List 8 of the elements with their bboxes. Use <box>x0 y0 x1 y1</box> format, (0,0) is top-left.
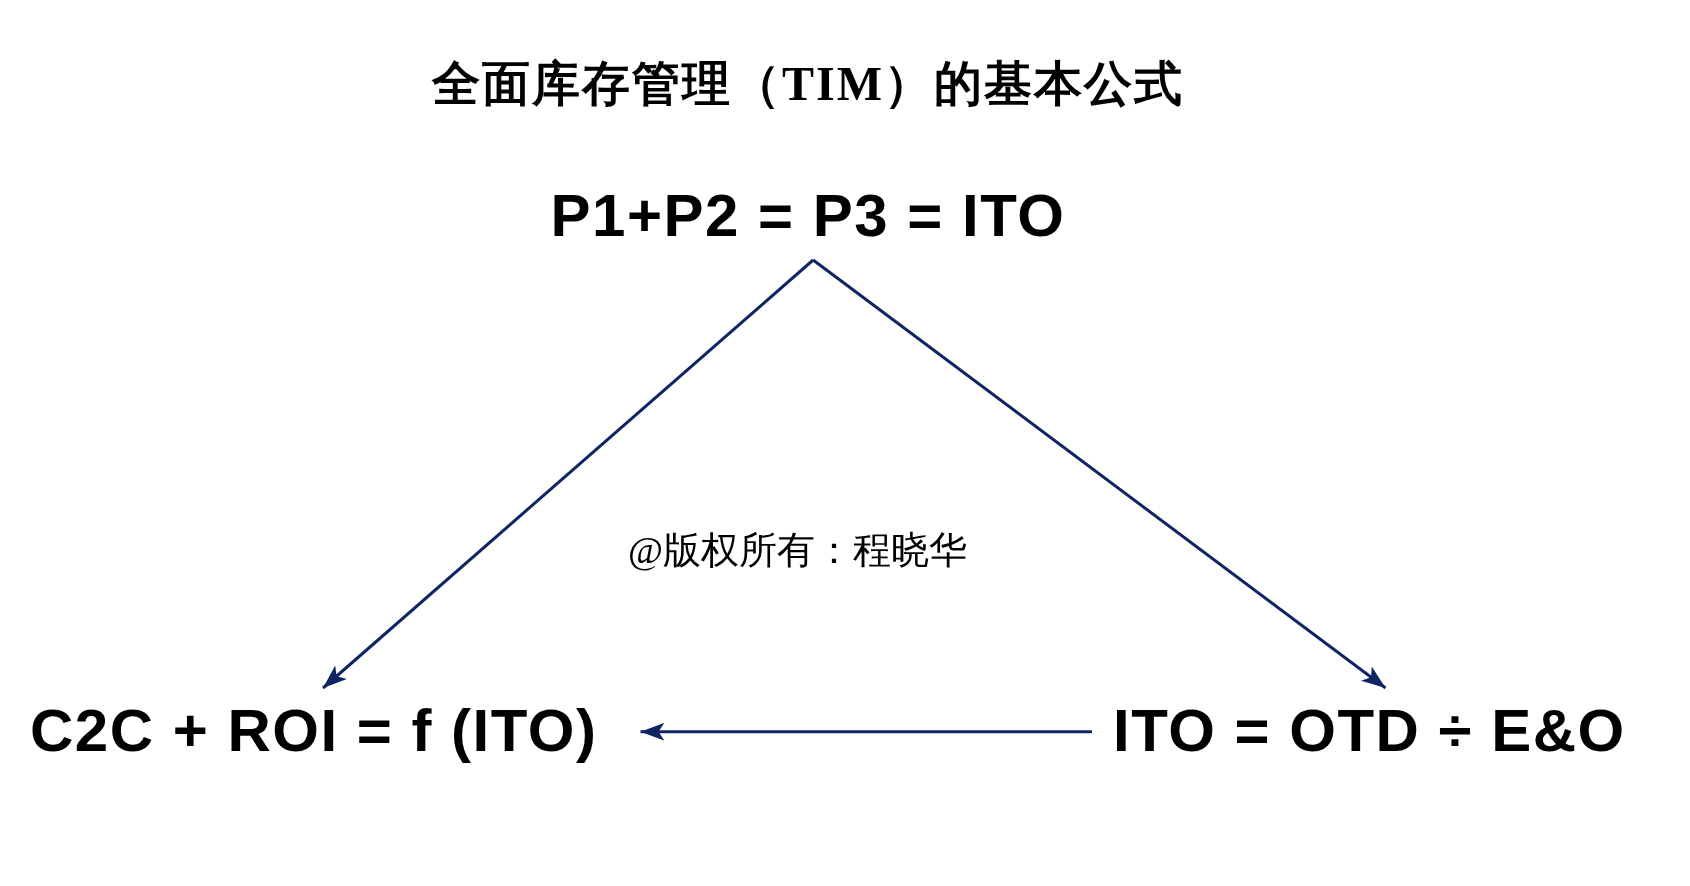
arrow <box>322 258 815 690</box>
formula: P1+P2 = P3 = ITO <box>550 186 1066 260</box>
title: 全面库存管理（TIM）的基本公式 <box>432 60 1184 108</box>
formula: ITO = OTD ÷ E&O <box>1092 688 1626 761</box>
arrow <box>640 722 1092 741</box>
arrow <box>812 258 1387 690</box>
formula: C2C + ROI = f (ITO) <box>30 688 641 761</box>
copyright-note: @版权所有：程晓华 <box>628 531 967 569</box>
